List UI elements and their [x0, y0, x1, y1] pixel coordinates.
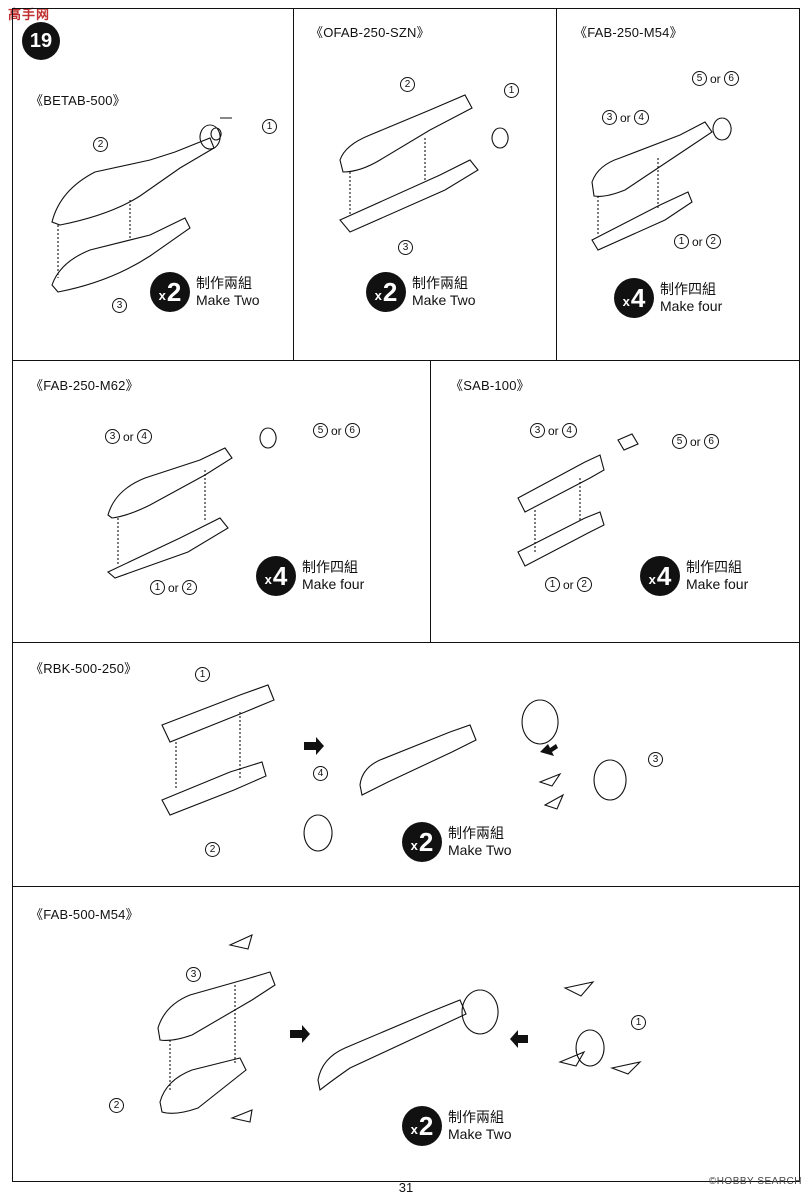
part-circle: 1 — [262, 119, 277, 134]
part-number-label: 3 — [112, 298, 127, 313]
quantity-text-cn: 制作四組 — [302, 559, 358, 575]
part-number-label: 3 — [186, 967, 201, 982]
divider-h1 — [12, 360, 800, 361]
betab-500-bomb-drawing — [51, 117, 232, 293]
part-number-label: 2 — [93, 137, 108, 152]
fab-250-m54-bomb-drawing — [591, 117, 732, 251]
part-number-label: 3 — [648, 752, 663, 767]
divider-row2 — [430, 360, 431, 642]
step-number-badge: 19 — [22, 22, 60, 60]
part-number-label: 3 — [398, 240, 413, 255]
ofab-250-szn-bomb-drawing — [339, 94, 509, 233]
section-title-betab-500: 《BETAB-500》 — [30, 93, 126, 108]
site-logo-text: 高手网 — [8, 7, 51, 22]
section-title-fab-500-m54: 《FAB-500-M54》 — [30, 907, 139, 922]
part-circle: 3 — [112, 298, 127, 313]
section-title-fab-250-m62: 《FAB-250-M62》 — [30, 378, 139, 393]
section-title-fab-250-m54: 《FAB-250-M54》 — [574, 25, 683, 40]
section-title-rbk-500-250: 《RBK-500-250》 — [30, 661, 138, 676]
divider-row1-a — [293, 8, 294, 360]
quantity-text-en: Make four — [686, 576, 749, 592]
divider-row1-b — [556, 8, 557, 360]
divider-h2 — [12, 642, 800, 643]
section-title-ofab-250-szn: 《OFAB-250-SZN》 — [310, 25, 430, 40]
quantity-text-cn: 制作兩組 — [448, 1109, 504, 1125]
part-number-label: 1 — [262, 119, 277, 134]
part-circle: 1 — [504, 83, 519, 98]
quantity-text-cn: 制作兩組 — [196, 275, 252, 291]
part-number-label: 2 — [109, 1098, 124, 1113]
section-title-sab-100: 《SAB-100》 — [450, 378, 530, 393]
quantity-text-en: Make four — [660, 298, 723, 314]
divider-h3 — [12, 886, 800, 887]
quantity-text-cn: 制作四組 — [686, 559, 742, 575]
quantity-text-en: Make Two — [196, 292, 260, 308]
part-circle: 3 — [398, 240, 413, 255]
direction-arrows — [290, 737, 558, 1048]
part-circle: 2 — [93, 137, 108, 152]
quantity-text-en: Make Two — [448, 1126, 512, 1142]
quantity-text-cn: 制作兩組 — [448, 825, 504, 841]
part-number-label: 1 — [631, 1015, 646, 1030]
part-circle: 2 — [400, 77, 415, 92]
quantity-text-en: Make Two — [412, 292, 476, 308]
quantity-text-cn: 制作四組 — [660, 281, 716, 297]
quantity-text-en: Make Two — [448, 842, 512, 858]
sab-100-bomb-drawing — [517, 433, 639, 567]
part-number-label: 1 — [504, 83, 519, 98]
part-number-label: 2 — [205, 842, 220, 857]
part-number-label: 2 — [400, 77, 415, 92]
quantity-text-en: Make four — [302, 576, 365, 592]
quantity-text-cn: 制作兩組 — [412, 275, 468, 291]
watermark: ©HOBBY SEARCH — [708, 1176, 802, 1187]
fab-250-m62-bomb-drawing — [106, 427, 277, 579]
page-frame — [12, 8, 800, 1182]
page-number: 31 — [398, 1180, 414, 1195]
part-number-label: 4 — [313, 766, 328, 781]
part-number-label: 1 — [195, 667, 210, 682]
rbk-500-250-bomb-drawing — [161, 684, 627, 852]
fab-500-m54-bomb-drawing — [157, 934, 642, 1123]
